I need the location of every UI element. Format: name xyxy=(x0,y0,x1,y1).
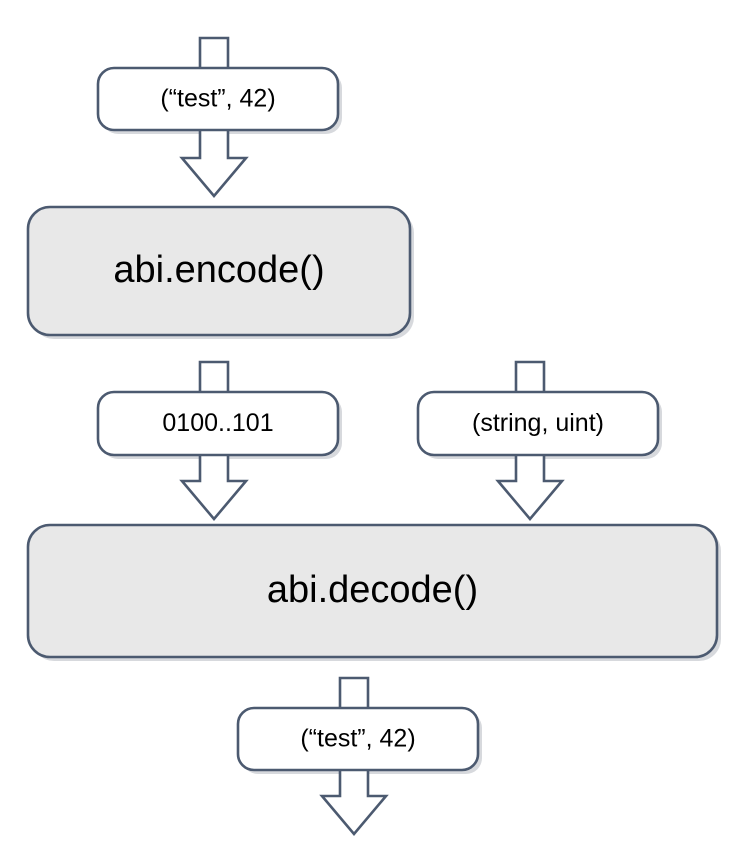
node-layer: (“test”, 42) abi.encode() 0100..101 (string… xyxy=(26,66,719,772)
stub-into-type-signature xyxy=(514,360,546,393)
node-box-input-tuple[interactable] xyxy=(96,66,340,132)
node-label-abi-encode: abi.encode() xyxy=(113,249,324,291)
node-input-tuple[interactable]: (“test”, 42) xyxy=(96,66,340,132)
node-output-tuple[interactable]: (“test”, 42) xyxy=(236,706,480,772)
stub-into-input-tuple xyxy=(198,36,230,69)
node-type-signature[interactable]: (string, uint) xyxy=(416,390,660,457)
stub-into-encoded-bytes xyxy=(198,360,230,393)
node-box-output-tuple[interactable] xyxy=(236,706,480,772)
stub-into-output-tuple xyxy=(338,676,370,709)
node-box-abi-encode[interactable] xyxy=(26,205,412,337)
node-label-input-tuple: (“test”, 42) xyxy=(160,85,275,113)
node-abi-encode[interactable]: abi.encode() xyxy=(26,205,412,337)
node-box-type-signature[interactable] xyxy=(416,390,660,457)
connector-layer xyxy=(179,36,565,837)
node-abi-decode[interactable]: abi.decode() xyxy=(26,523,719,659)
node-box-encoded-bytes[interactable] xyxy=(96,390,340,457)
arrow-input-to-encode xyxy=(179,129,249,199)
node-label-encoded-bytes: 0100..101 xyxy=(162,409,273,437)
node-label-abi-decode: abi.decode() xyxy=(267,569,478,611)
node-label-output-tuple: (“test”, 42) xyxy=(300,725,415,753)
node-label-type-signature: (string, uint) xyxy=(472,409,604,437)
arrow-decode-to-output xyxy=(319,769,389,837)
node-encoded-bytes[interactable]: 0100..101 xyxy=(96,390,340,457)
arrow-bytes-to-decode xyxy=(179,454,249,522)
arrow-types-to-decode xyxy=(495,454,565,522)
node-box-abi-decode[interactable] xyxy=(26,523,719,659)
